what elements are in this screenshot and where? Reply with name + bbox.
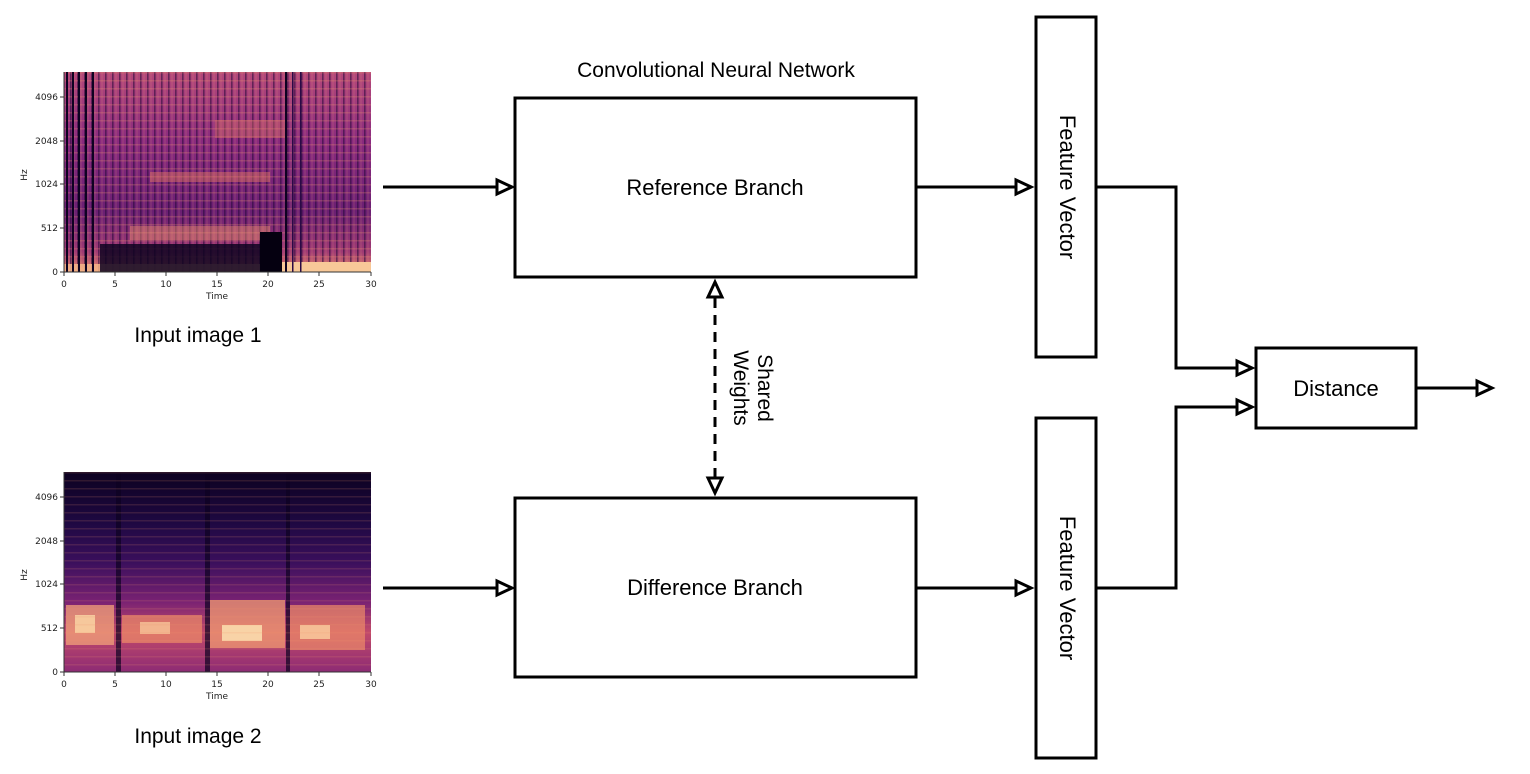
spectrogram-2-x-tick: 15 — [211, 680, 222, 690]
spectrogram-1-y-tick: 2048 — [35, 137, 58, 147]
spectrogram-2-y-tick: 4096 — [35, 493, 58, 503]
spectrogram-1-y-tick: 4096 — [35, 93, 58, 103]
spectrogram-2-plot — [64, 472, 371, 672]
spectrogram-2-x-tick: 10 — [160, 680, 172, 690]
spectrogram-1-y-tick: 1024 — [35, 180, 58, 190]
distance-label: Distance — [1293, 376, 1379, 401]
reference-branch-label: Reference Branch — [626, 175, 803, 200]
top-feature-to-distance-connector — [1096, 185, 1256, 378]
spectrogram-1-y-axis-label: Hz — [20, 169, 30, 181]
difference-to-feature-arrow — [916, 578, 1035, 598]
difference-branch-box: Difference Branch — [513, 496, 918, 679]
difference-branch-label: Difference Branch — [627, 575, 803, 600]
spectrogram-1-x-axis: 0 5 10 15 20 25 30 Time — [61, 271, 377, 302]
feature-vector-top-box: Feature Vector — [1034, 15, 1098, 359]
input-2-arrow — [383, 578, 516, 598]
spectrogram-2-y-tick: 2048 — [35, 537, 58, 547]
spectrogram-2-y-tick: 512 — [41, 624, 58, 634]
spectrogram-2-x-tick: 25 — [313, 680, 324, 690]
spectrogram-1-y-tick: 0 — [52, 268, 58, 278]
shared-weights-label-line-1: Shared — [753, 354, 776, 422]
input-image-2: 4096 2048 1024 512 0 Hz 0 5 10 15 20 25 … — [20, 472, 377, 748]
spectrogram-1-x-tick: 25 — [313, 280, 324, 290]
spectrogram-1-x-tick: 5 — [112, 280, 118, 290]
network-title: Convolutional Neural Network — [577, 59, 855, 82]
bottom-feature-to-distance-connector — [1096, 397, 1256, 590]
shared-weights-label-line-2: Weights — [729, 350, 752, 425]
input-image-1-caption: Input image 1 — [134, 324, 261, 347]
spectrogram-2-x-tick: 20 — [262, 680, 274, 690]
spectrogram-2-x-tick: 5 — [112, 680, 118, 690]
spectrogram-1-x-tick: 20 — [262, 280, 274, 290]
feature-vector-top-label: Feature Vector — [1055, 115, 1080, 259]
spectrogram-2-x-axis: 0 5 10 15 20 25 30 Time — [61, 671, 377, 702]
input-image-2-caption: Input image 2 — [134, 725, 261, 748]
distance-output-arrow — [1416, 378, 1496, 398]
spectrogram-2-x-tick: 30 — [365, 680, 377, 690]
spectrogram-2-y-axis-label: Hz — [20, 569, 30, 581]
input-image-1: 4096 2048 1024 512 0 Hz 0 5 10 15 20 25 … — [20, 72, 377, 347]
spectrogram-2-y-tick: 1024 — [35, 580, 58, 590]
spectrogram-2-y-tick: 0 — [52, 668, 58, 678]
input-1-arrow — [383, 177, 516, 197]
distance-box: Distance — [1254, 346, 1418, 430]
reference-to-feature-arrow — [916, 177, 1035, 197]
spectrogram-1-x-tick: 30 — [365, 280, 377, 290]
shared-weights-arrow: Shared Weights — [705, 278, 776, 497]
spectrogram-1-x-tick: 10 — [160, 280, 172, 290]
spectrogram-1-y-axis: 4096 2048 1024 512 0 Hz — [20, 72, 65, 278]
spectrogram-1-x-axis-label: Time — [205, 292, 228, 302]
spectrogram-2-x-axis-label: Time — [205, 692, 228, 702]
reference-branch-box: Reference Branch — [513, 96, 918, 279]
feature-vector-bottom-box: Feature Vector — [1034, 416, 1098, 760]
spectrogram-1-plot — [64, 72, 371, 272]
spectrogram-1-x-tick: 15 — [211, 280, 222, 290]
spectrogram-2-y-axis: 4096 2048 1024 512 0 Hz — [20, 472, 65, 678]
spectrogram-2-x-tick: 0 — [61, 680, 67, 690]
spectrogram-1-x-tick: 0 — [61, 280, 67, 290]
spectrogram-1-y-tick: 512 — [41, 224, 58, 234]
feature-vector-bottom-label: Feature Vector — [1055, 516, 1080, 660]
